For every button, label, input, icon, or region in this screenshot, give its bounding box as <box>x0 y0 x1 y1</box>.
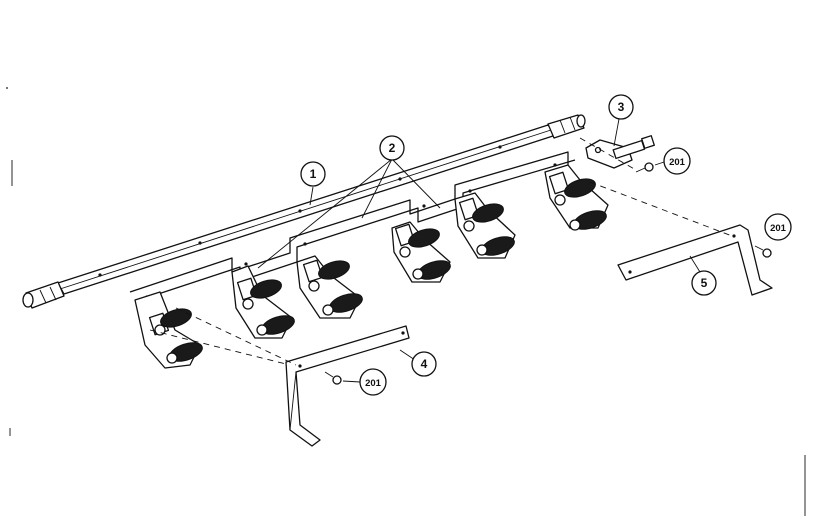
roller-assembly-1 <box>134 291 203 369</box>
roller-assembly-6 <box>544 164 609 231</box>
callout-201-lower: 201 <box>359 368 387 396</box>
roller-assembly-5 <box>454 192 516 259</box>
callout-201-lower-label: 201 <box>365 378 382 389</box>
callout-4-label: 4 <box>421 357 428 371</box>
callout-1: 1 <box>300 161 326 187</box>
screw-201-upper <box>635 162 654 173</box>
screw-201-right <box>754 245 772 258</box>
l-bracket-part-5 <box>617 224 773 296</box>
callout-201-right-label: 201 <box>770 223 787 234</box>
l-bracket-part-4 <box>285 325 410 447</box>
shaft-part <box>22 114 586 309</box>
bracket-rail-part <box>129 151 576 301</box>
callout-3-label: 3 <box>618 100 625 114</box>
roller-assembly-4 <box>391 221 451 283</box>
callout-5: 5 <box>691 270 717 296</box>
roller-assembly-3 <box>296 255 363 319</box>
callout-201-upper: 201 <box>663 147 691 175</box>
end-bracket-part <box>585 135 655 169</box>
callout-201-upper-label: 201 <box>669 157 686 168</box>
callout-1-label: 1 <box>310 167 317 181</box>
callout-2: 2 <box>379 135 405 161</box>
callout-3: 3 <box>608 94 634 120</box>
callout-4: 4 <box>411 351 437 377</box>
callout-5-label: 5 <box>701 276 708 290</box>
assembly-guide-lines <box>149 137 733 366</box>
callout-201-right: 201 <box>764 213 792 241</box>
screw-201-lower <box>324 371 342 385</box>
scan-artifacts <box>6 87 806 516</box>
roller-assembly-2 <box>231 265 295 339</box>
callout-2-label: 2 <box>389 141 396 155</box>
